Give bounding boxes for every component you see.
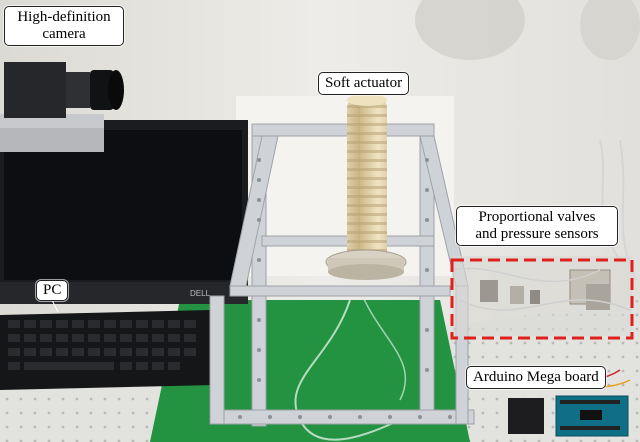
valves-label-line2: and pressure sensors	[475, 226, 599, 242]
valves-label-line1: Proportional valves	[478, 209, 596, 225]
valve-board	[451, 139, 637, 336]
camera-label-line2: camera	[42, 26, 86, 42]
green-mat	[150, 300, 470, 442]
camera-body	[4, 62, 66, 118]
camera-lens	[90, 70, 114, 110]
camera-label-line1: High-definition	[17, 9, 111, 25]
wall-shadow-2	[580, 0, 640, 60]
svg-text:DELL: DELL	[190, 289, 211, 298]
pc-leader-line	[51, 299, 59, 313]
valves-highlight-box	[450, 258, 634, 340]
valves-label: Proportional valves and pressure sensors	[456, 206, 618, 246]
wall-shadow	[415, 0, 525, 60]
soft-actuator	[347, 98, 387, 260]
pc-label-text: PC	[43, 282, 62, 298]
actuator-label-text: Soft actuator	[325, 75, 403, 91]
camera-label: High-definition camera	[4, 6, 124, 46]
pc-label: PC	[36, 280, 69, 301]
arduino-label: Arduino Mega board	[466, 366, 606, 389]
arduino-label-text: Arduino Mega board	[473, 369, 599, 385]
arduino-board	[508, 369, 631, 437]
actuator-label: Soft actuator	[318, 72, 410, 95]
